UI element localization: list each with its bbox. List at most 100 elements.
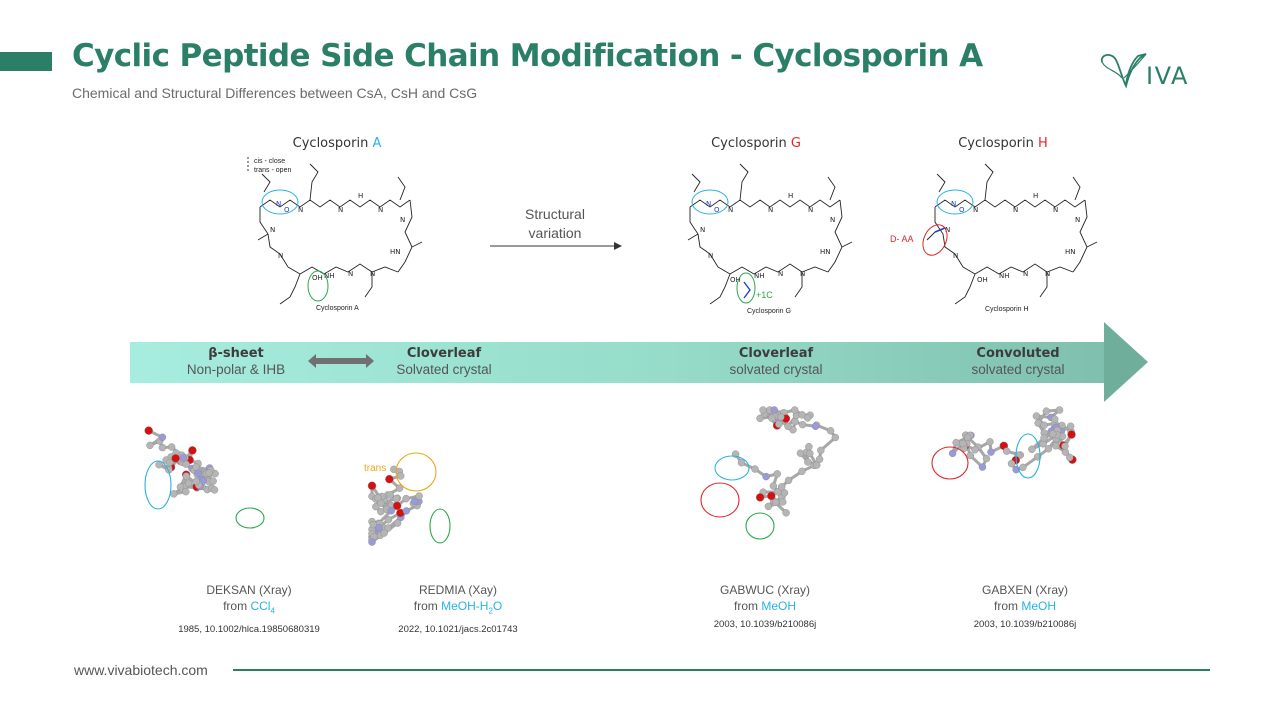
atom [769,482,778,490]
d-amino-acid-highlight [922,224,948,256]
highlight-ellipse [700,482,740,518]
footer-website-link[interactable]: www.vivabiotech.com [74,662,208,678]
svg-text:H: H [358,192,363,200]
atom [982,454,991,463]
atom [415,492,423,500]
atom [768,414,776,422]
crystal-caption-gabwuc: GABWUC (Xray) from MeOH 2003, 10.1039/b2… [714,582,817,633]
atom [182,487,190,496]
timeline-arrowhead-icon [1104,322,1148,402]
stage-heading: β-sheet [208,346,264,361]
atom [1067,430,1076,439]
svg-text:N: N [378,206,383,214]
atom [963,433,972,442]
svg-text:N: N [706,200,711,208]
atom [170,490,178,498]
cis-trans-highlight [261,189,299,215]
atom [966,451,974,460]
svg-text:NH: NH [999,272,1010,280]
atom [1055,406,1064,414]
structural-variation-line2: variation [528,225,582,241]
atom [210,486,219,494]
svg-text:N: N [1053,206,1058,214]
atom [798,467,806,476]
svg-text:N: N [1075,216,1080,224]
structural-variation-label: Structural variation [505,205,605,243]
atom [194,469,203,477]
viva-v-swirl-icon: IVA [1100,53,1187,90]
atom [1061,442,1069,450]
atom [782,509,790,517]
crystal-structure-gabwuc [700,406,840,540]
highlight-ellipse [235,507,265,529]
atom [384,524,392,532]
atom [1028,445,1036,453]
atom [205,469,213,477]
molecule-caption-h: Cyclosporin H [985,306,1029,313]
atom [771,498,780,507]
footer-divider [233,669,1210,671]
molecule-letter-g: G [790,136,801,151]
stage-subtext: Solvated crystal [396,362,492,377]
molecule-caption-a: Cyclosporin A [316,305,359,312]
crystal-reference: 2003, 10.1039/b210086j [713,619,817,630]
atom [815,455,824,463]
atom [759,406,767,414]
atom [166,458,174,467]
atom [167,443,176,451]
molecule-title-prefix: Cyclosporin [958,136,1039,151]
svg-text:N: N [768,206,773,214]
svg-text:N: N [400,216,405,224]
highlight-ellipse [714,455,750,481]
svg-text:O: O [959,206,965,214]
atom [392,501,402,510]
stage-heading: Cloverleaf [738,346,814,361]
atom [831,433,840,442]
svg-text:N: N [278,252,283,260]
cis-close-label: cis - close [254,158,286,165]
atom [1066,453,1074,462]
atom [171,454,180,463]
svg-text:N: N [348,270,353,278]
molecule-title-a: Cyclosporin A [293,136,382,151]
atom [184,479,193,488]
atom [1040,421,1048,429]
atom [1033,453,1042,461]
atom [396,472,405,480]
svg-text:N: N [945,226,950,234]
stage-heading: Convoluted [976,346,1060,361]
atom [737,458,746,467]
atom [1019,463,1027,472]
stage-subtext: solvated crystal [729,362,823,377]
svg-text:N: N [708,252,713,260]
atom [374,493,382,502]
molecule-letter-a: A [372,136,382,151]
plus-one-carbon-label: +1C [756,290,773,300]
atom [791,418,799,426]
atom [779,498,787,506]
svg-text:NH: NH [324,272,335,280]
crystal-reference: 2022, 10.1021/jacs.2c01743 [398,624,518,636]
svg-text:N: N [700,226,705,234]
atom [817,446,825,455]
atom [978,463,987,471]
svg-text:N: N [953,252,958,260]
atom [387,507,395,515]
atom [1032,412,1041,420]
atom [393,519,402,527]
atom [798,420,807,429]
highlight-ellipse [745,512,775,540]
atom [826,427,835,435]
atom [1051,415,1059,423]
svg-text:H: H [1033,192,1038,200]
svg-text:OH: OH [730,276,741,284]
highlight-ellipse [144,460,172,510]
atom [1007,459,1016,468]
atom [384,516,393,524]
atom [402,507,411,515]
atom [1066,422,1075,430]
atom [784,476,793,485]
atom [146,441,154,450]
stage-beta-sheet: β-sheet Non-polar & IHB [187,346,285,377]
